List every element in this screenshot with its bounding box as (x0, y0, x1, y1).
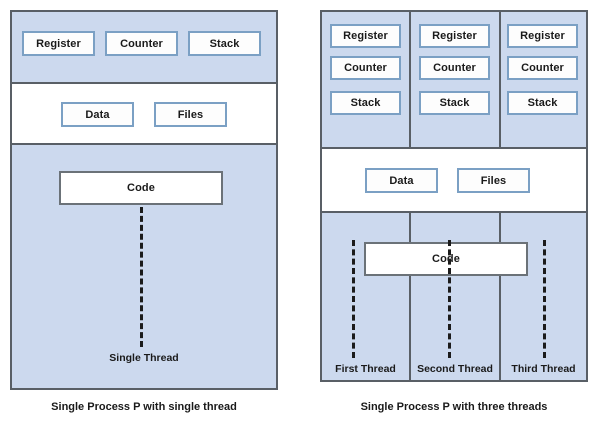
right-c3-box-stack: Stack (507, 91, 578, 115)
right-column-divider-1 (409, 12, 411, 147)
left-box-stack: Stack (188, 31, 261, 56)
right-c2-box-register: Register (419, 24, 490, 48)
right-thread-line-third (543, 240, 546, 358)
right-c1-box-register: Register (330, 24, 401, 48)
right-thread-label-third: Third Thread (511, 363, 576, 375)
right-box-data: Data (365, 168, 438, 193)
left-data-band: Data Files (12, 84, 276, 143)
right-code-band: Code First Thread Second Thread Third Th… (322, 213, 586, 380)
right-process-panel: Register Counter Stack Register Counter … (320, 10, 588, 382)
left-process-panel: Register Counter Stack Data Files Code S… (10, 10, 278, 390)
right-registers-band: Register Counter Stack Register Counter … (322, 12, 586, 147)
right-thread-label-first: First Thread (335, 363, 396, 375)
left-box-files: Files (154, 102, 227, 127)
right-box-code: Code (364, 242, 528, 276)
left-box-code: Code (59, 171, 223, 205)
right-column-divider-2 (499, 12, 501, 147)
right-thread-line-second (448, 240, 451, 358)
left-registers-band: Register Counter Stack (12, 12, 276, 82)
left-code-band: Code Single Thread (12, 145, 276, 388)
left-thread-label-single: Single Thread (109, 352, 179, 364)
left-thread-line-single (140, 207, 143, 347)
right-divider-1 (322, 147, 586, 149)
right-register-column-2: Register Counter Stack (411, 12, 499, 147)
right-register-column-3: Register Counter Stack (501, 12, 586, 147)
right-c2-box-counter: Counter (419, 56, 490, 80)
right-c3-box-register: Register (507, 24, 578, 48)
right-thread-line-first (352, 240, 355, 358)
right-caption: Single Process P with three threads (360, 401, 548, 413)
right-data-band: Data Files (322, 149, 586, 211)
left-box-register: Register (22, 31, 95, 56)
right-box-files: Files (457, 168, 530, 193)
right-c2-box-stack: Stack (419, 91, 490, 115)
right-thread-divider-2 (499, 213, 501, 380)
right-thread-label-second: Second Thread (417, 363, 493, 375)
right-c3-box-counter: Counter (507, 56, 578, 80)
left-box-data: Data (61, 102, 134, 127)
left-divider-2 (12, 143, 276, 145)
right-c1-box-counter: Counter (330, 56, 401, 80)
right-thread-divider-1 (409, 213, 411, 380)
right-c1-box-stack: Stack (330, 91, 401, 115)
right-register-column-1: Register Counter Stack (322, 12, 409, 147)
left-box-counter: Counter (105, 31, 178, 56)
right-divider-2 (322, 211, 586, 213)
left-divider-1 (12, 82, 276, 84)
left-caption: Single Process P with single thread (51, 401, 237, 413)
